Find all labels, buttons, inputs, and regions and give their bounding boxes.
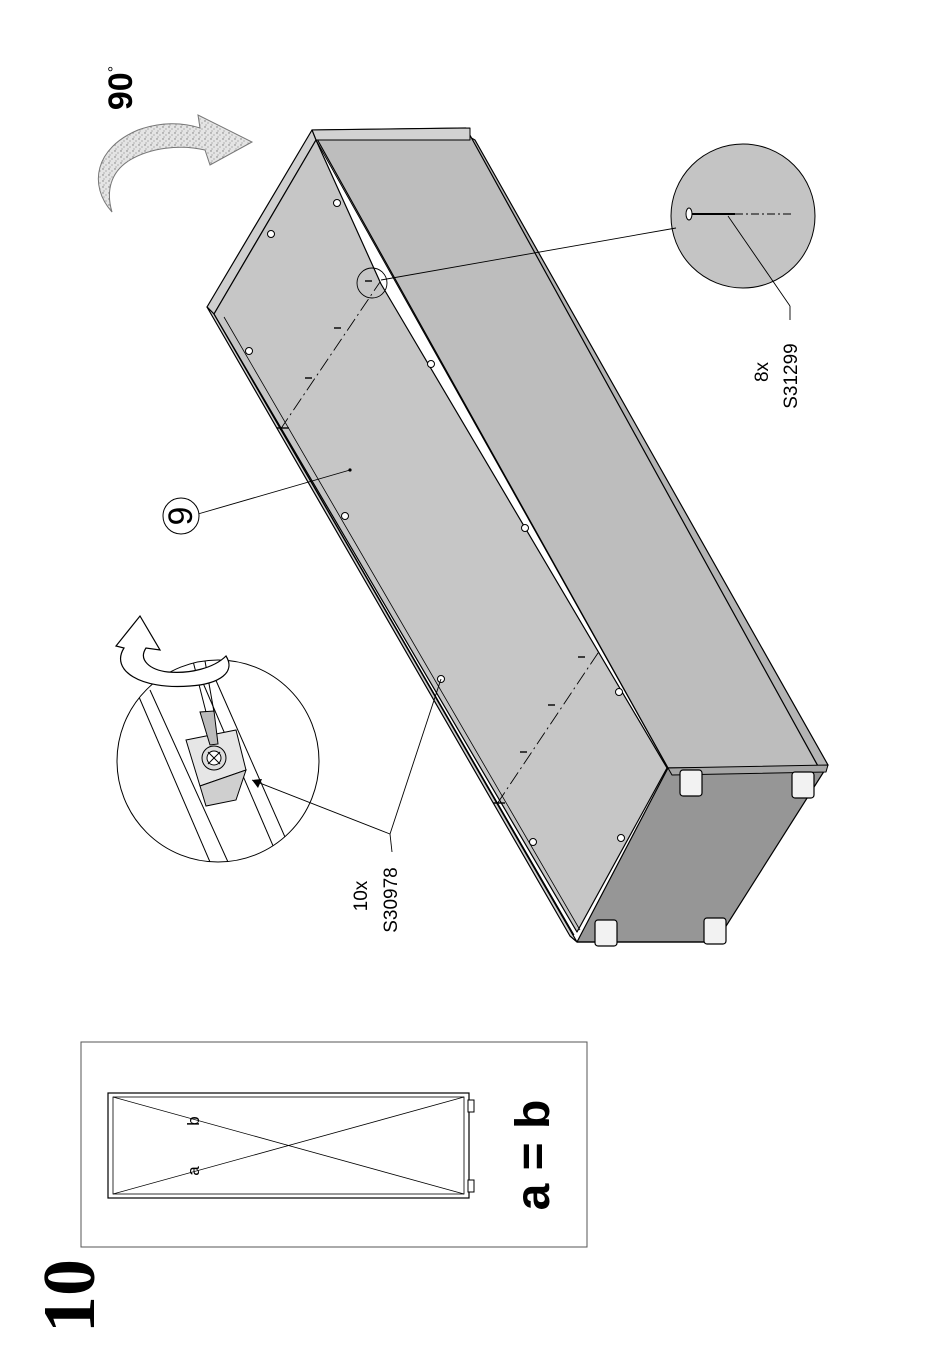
rotation-angle-label: 90° <box>103 53 139 123</box>
rotate-90-arrow-icon <box>98 115 252 212</box>
nail-part-code: S31299 <box>782 334 802 418</box>
panel-callout-number: 9 <box>163 501 199 531</box>
screw-quantity: 10x <box>352 876 372 916</box>
screw-detail <box>116 610 390 862</box>
step-number: 10 <box>33 1241 107 1351</box>
screw-part-code: S30978 <box>382 858 402 942</box>
rotation-value: 90 <box>102 72 140 110</box>
turn-arrow-icon <box>116 616 229 687</box>
square-rule-label: a = b <box>508 1079 560 1231</box>
degree-symbol: ° <box>106 66 123 72</box>
diagonal-b-label: b <box>184 1111 204 1131</box>
nail-quantity: 8x <box>753 357 773 387</box>
diagonal-a-label: a <box>184 1161 204 1181</box>
